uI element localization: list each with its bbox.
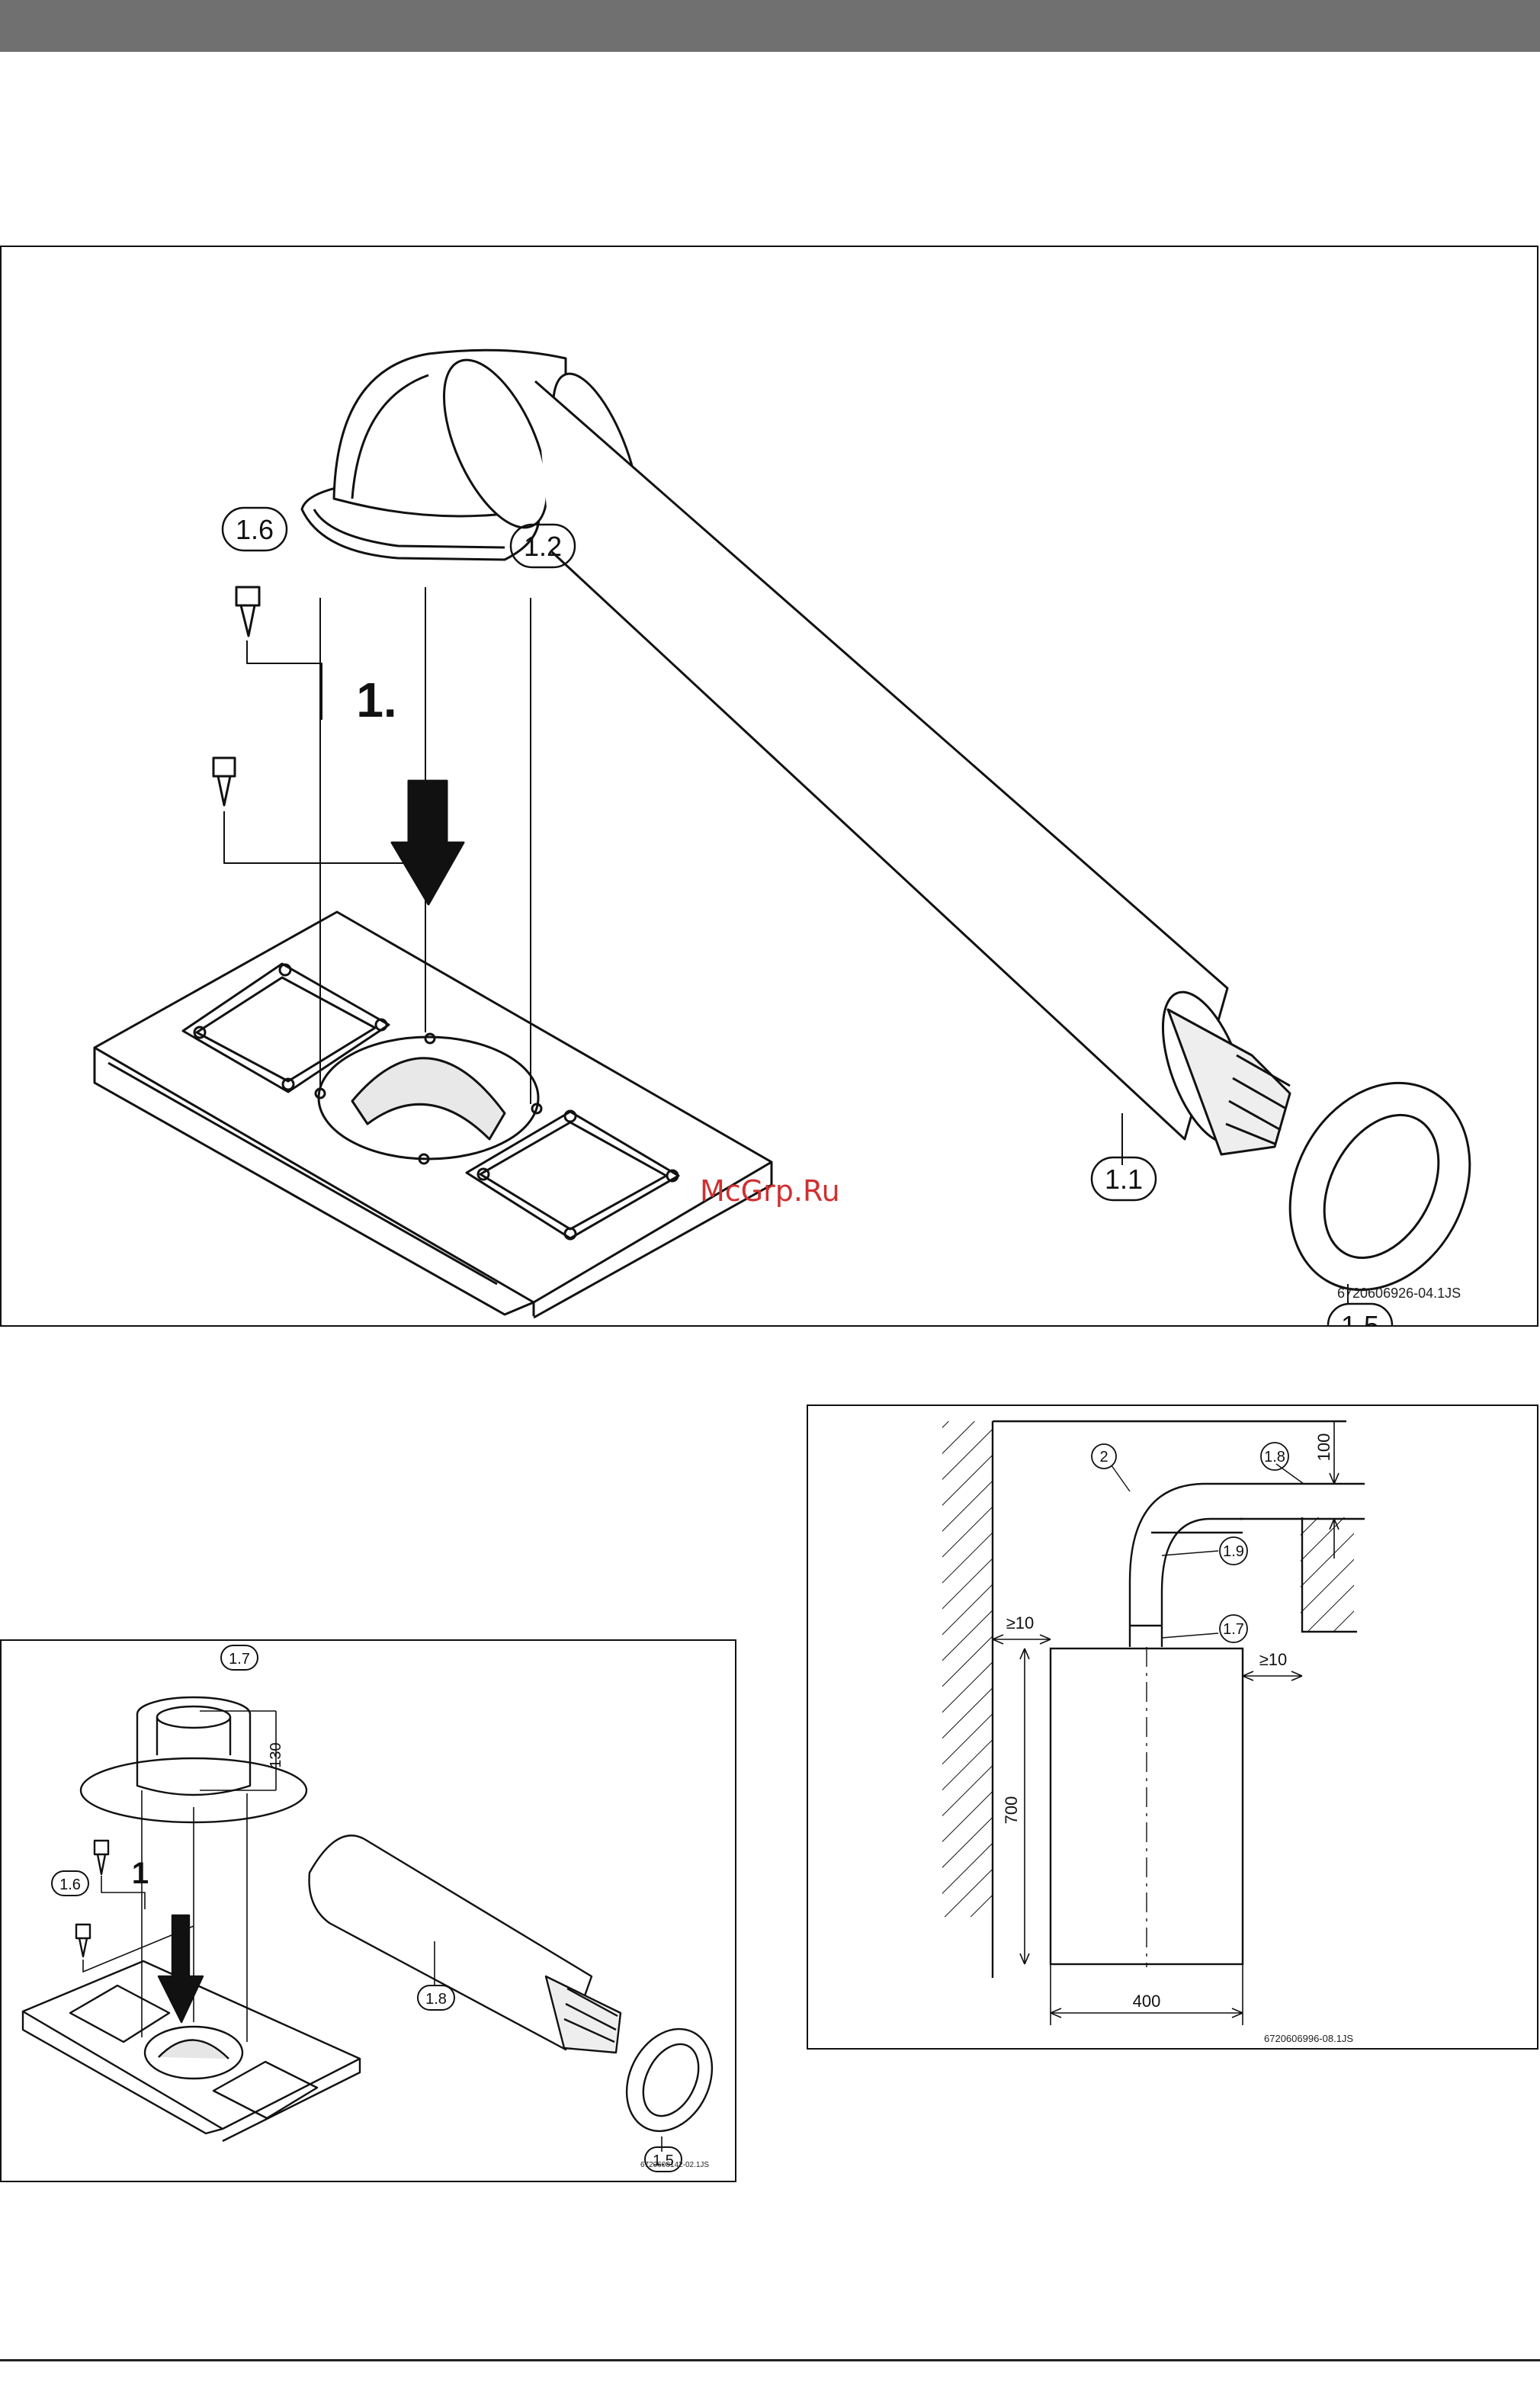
dim-top: 100 — [1314, 1433, 1333, 1462]
dimension-height: 130 — [268, 1742, 284, 1767]
figure-code: 6720606926-04.1JS — [1337, 1286, 1461, 1302]
callout-1-5: 1.5 — [1341, 1310, 1379, 1325]
flue-illustration-small: 1.7 1.6 1.8 1.5 1 130 — [2, 1641, 735, 2181]
wall-hatch-left — [942, 1421, 993, 1917]
callout-1-6: 1.6 — [59, 1876, 81, 1893]
header-bar — [0, 0, 1540, 52]
flue-illustration-large: 1.6 1.2 1.1 1.5 1. — [2, 247, 1537, 1325]
flue-pipe — [535, 381, 1227, 1139]
figure-flue-adapter: 1.7 1.6 1.8 1.5 1 130 6720608142-02.1JS — [0, 1639, 736, 2182]
dim-height: 700 — [1002, 1796, 1021, 1825]
step-label: 1 — [132, 1857, 149, 1890]
wall-rosette — [1255, 1051, 1505, 1321]
callout-1-2: 1.2 — [524, 531, 562, 562]
callout-1-6: 1.6 — [236, 514, 274, 545]
figure-code: 6720606996-08.1JS — [1264, 2033, 1353, 2044]
figure-roof-flue-assembly: 1.6 1.2 1.1 1.5 1. 6720606926-04.1JS — [0, 246, 1538, 1327]
callout-1-7: 1.7 — [1223, 1621, 1244, 1638]
flue-pipe — [310, 1835, 592, 2050]
step-label: 1. — [356, 673, 396, 727]
callout-1-8: 1.8 — [425, 1991, 447, 2008]
watermark: McGrp.Ru — [700, 1174, 840, 1208]
screw-top — [236, 587, 259, 636]
dim-left: ≥10 — [1006, 1613, 1035, 1632]
callout-1-9: 1.9 — [1223, 1543, 1244, 1560]
dim-right: ≥10 — [1259, 1650, 1288, 1669]
callout-1-7: 1.7 — [229, 1651, 250, 1668]
roof-hatch-right — [1301, 1517, 1354, 1632]
figure-code: 6720608142-02.1JS — [640, 2161, 709, 2169]
clearance-drawing: 2 1.8 1.9 1.7 100 ≥10 ≥10 700 400 — [808, 1406, 1537, 2048]
callout-2: 2 — [1099, 1449, 1108, 1465]
adapter-body — [137, 1714, 250, 1795]
screw-left — [213, 758, 235, 805]
footer-rule — [0, 2359, 1540, 2361]
vertical-flue — [1130, 1581, 1162, 1647]
wall-rosette — [611, 2014, 729, 2145]
dim-width: 400 — [1133, 1992, 1161, 2011]
figure-clearance-diagram: 2 1.8 1.9 1.7 100 ≥10 ≥10 700 400 672060… — [807, 1404, 1538, 2050]
callout-1-8: 1.8 — [1264, 1449, 1285, 1465]
callout-1-1: 1.1 — [1105, 1164, 1143, 1195]
